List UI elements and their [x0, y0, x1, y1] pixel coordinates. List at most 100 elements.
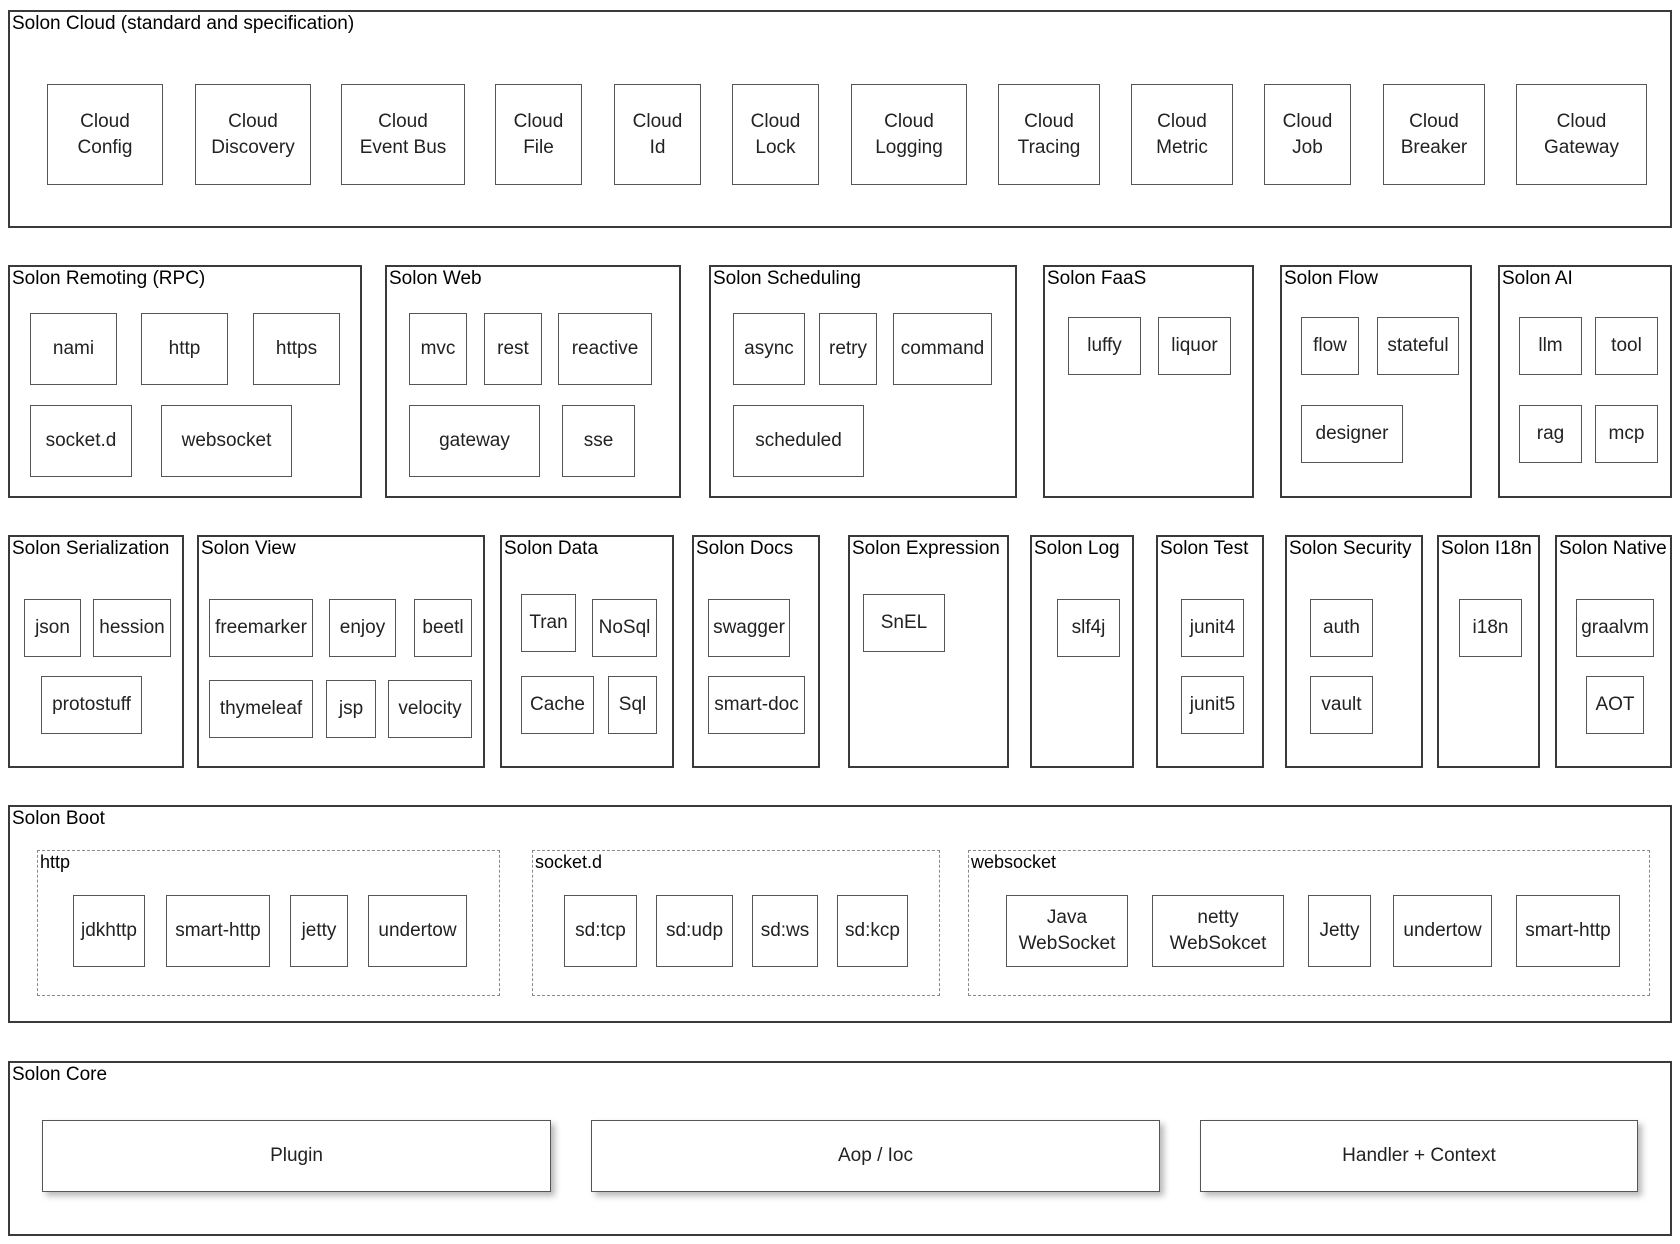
module-https: https: [253, 313, 340, 385]
module-java-websocket: Java WebSocket: [1006, 895, 1128, 967]
module-mvc: mvc: [409, 313, 467, 385]
module-cloud-tracing: Cloud Tracing: [998, 84, 1100, 185]
module-freemarker: freemarker: [209, 599, 313, 657]
module-scheduled: scheduled: [733, 405, 864, 477]
module-cloud-gateway: Cloud Gateway: [1516, 84, 1647, 185]
group-title: Solon Data: [504, 538, 599, 559]
module-velocity: velocity: [388, 680, 472, 738]
module-sd-udp: sd:udp: [656, 895, 733, 967]
module-llm: llm: [1519, 317, 1582, 375]
group-solon-log: Solon Log slf4j: [1030, 535, 1134, 768]
group-solon-native: Solon Native graalvm AOT: [1555, 535, 1672, 768]
module-smart-http: smart-http: [166, 895, 270, 967]
module-snel: SnEL: [863, 594, 945, 652]
module-sd-tcp: sd:tcp: [564, 895, 637, 967]
group-solon-security: Solon Security auth vault: [1285, 535, 1423, 768]
group-solon-flow: Solon Flow flow stateful designer: [1280, 265, 1472, 498]
module-stateful: stateful: [1377, 317, 1459, 375]
module-command: command: [893, 313, 992, 385]
module-gateway: gateway: [409, 405, 540, 477]
module-jetty-ws: Jetty: [1308, 895, 1371, 967]
module-websocket: websocket: [161, 405, 292, 477]
module-undertow: undertow: [368, 895, 467, 967]
module-cloud-logging: Cloud Logging: [851, 84, 967, 185]
group-solon-view: Solon View freemarker enjoy beetl thymel…: [197, 535, 485, 768]
subgroup-websocket: websocket Java WebSocket netty WebSokcet…: [968, 850, 1650, 996]
module-aot: AOT: [1586, 676, 1644, 734]
group-title: Solon Docs: [696, 538, 794, 559]
module-aop-ioc: Aop / Ioc: [591, 1120, 1160, 1192]
module-tool: tool: [1595, 317, 1658, 375]
group-solon-data: Solon Data Tran NoSql Cache Sql: [500, 535, 674, 768]
module-sse: sse: [562, 405, 635, 477]
module-handler-context: Handler + Context: [1200, 1120, 1638, 1192]
module-nosql: NoSql: [592, 599, 657, 657]
group-title: Solon Flow: [1284, 268, 1378, 289]
subgroup-http: http jdkhttp smart-http jetty undertow: [37, 850, 500, 996]
group-title: Solon View: [201, 538, 296, 559]
group-title: Solon Web: [389, 268, 482, 289]
module-tran: Tran: [521, 594, 576, 652]
module-smart-doc: smart-doc: [708, 676, 805, 734]
module-thymeleaf: thymeleaf: [209, 680, 313, 738]
module-cloud-id: Cloud Id: [614, 84, 701, 185]
module-sd-ws: sd:ws: [752, 895, 818, 967]
module-flow: flow: [1301, 317, 1359, 375]
module-liquor: liquor: [1158, 317, 1231, 375]
module-rag: rag: [1519, 405, 1582, 463]
group-title: Solon Scheduling: [713, 268, 861, 289]
group-solon-boot: Solon Boot http jdkhttp smart-http jetty…: [8, 805, 1672, 1023]
group-solon-test: Solon Test junit4 junit5: [1156, 535, 1264, 768]
module-async: async: [733, 313, 805, 385]
subgroup-title: socket.d: [535, 852, 603, 872]
subgroup-socket-d: socket.d sd:tcp sd:udp sd:ws sd:kcp: [532, 850, 940, 996]
module-netty-websokcet: netty WebSokcet: [1152, 895, 1284, 967]
group-solon-remoting: Solon Remoting (RPC) nami http https soc…: [8, 265, 362, 498]
module-cloud-event-bus: Cloud Event Bus: [341, 84, 465, 185]
group-solon-core: Solon Core Plugin Aop / Ioc Handler + Co…: [8, 1061, 1672, 1236]
module-swagger: swagger: [708, 599, 790, 657]
module-junit4: junit4: [1181, 599, 1244, 657]
group-title: Solon Remoting (RPC): [12, 268, 206, 289]
module-json: json: [24, 599, 81, 657]
module-sql: Sql: [608, 676, 657, 734]
group-solon-cloud: Solon Cloud (standard and specification)…: [8, 10, 1672, 228]
module-designer: designer: [1301, 405, 1403, 463]
subgroup-title: websocket: [971, 852, 1057, 872]
module-hession: hession: [93, 599, 171, 657]
group-solon-i18n: Solon I18n i18n: [1437, 535, 1540, 768]
group-title: Solon Native: [1559, 538, 1667, 559]
module-socket-d: socket.d: [30, 405, 132, 477]
module-cache: Cache: [521, 676, 594, 734]
module-vault: vault: [1310, 676, 1373, 734]
group-title: Solon Boot: [12, 808, 105, 829]
module-mcp: mcp: [1595, 405, 1658, 463]
group-solon-faas: Solon FaaS luffy liquor: [1043, 265, 1254, 498]
module-luffy: luffy: [1068, 317, 1141, 375]
module-plugin: Plugin: [42, 1120, 551, 1192]
module-retry: retry: [819, 313, 877, 385]
group-solon-scheduling: Solon Scheduling async retry command sch…: [709, 265, 1017, 498]
module-jetty: jetty: [290, 895, 348, 967]
module-cloud-lock: Cloud Lock: [732, 84, 819, 185]
module-cloud-discovery: Cloud Discovery: [195, 84, 311, 185]
group-title: Solon Test: [1160, 538, 1249, 559]
group-title: Solon Security: [1289, 538, 1412, 559]
module-cloud-breaker: Cloud Breaker: [1383, 84, 1485, 185]
module-i18n: i18n: [1459, 599, 1522, 657]
module-cloud-file: Cloud File: [495, 84, 582, 185]
module-jdkhttp: jdkhttp: [73, 895, 145, 967]
module-reactive: reactive: [558, 313, 652, 385]
module-enjoy: enjoy: [329, 599, 396, 657]
group-title: Solon Cloud (standard and specification): [12, 13, 355, 34]
group-solon-web: Solon Web mvc rest reactive gateway sse: [385, 265, 681, 498]
group-title: Solon AI: [1502, 268, 1573, 289]
group-title: Solon Log: [1034, 538, 1120, 559]
module-smart-http-ws: smart-http: [1516, 895, 1620, 967]
module-cloud-job: Cloud Job: [1264, 84, 1351, 185]
subgroup-title: http: [40, 852, 71, 872]
module-undertow-ws: undertow: [1393, 895, 1492, 967]
module-protostuff: protostuff: [41, 676, 142, 734]
module-rest: rest: [484, 313, 542, 385]
module-cloud-config: Cloud Config: [47, 84, 163, 185]
